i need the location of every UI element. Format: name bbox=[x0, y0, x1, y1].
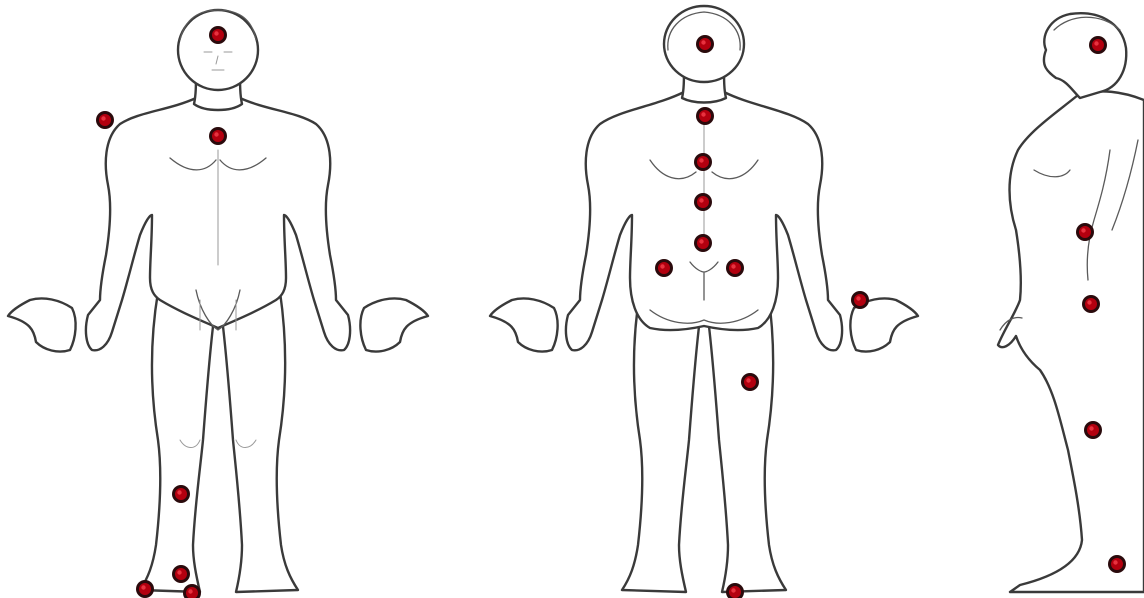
front-right-leg bbox=[222, 292, 298, 592]
red-point-marker bbox=[694, 234, 712, 252]
red-point-marker bbox=[694, 193, 712, 211]
red-point-marker bbox=[1082, 295, 1100, 313]
back-right-leg bbox=[708, 292, 786, 592]
red-point-marker bbox=[1084, 421, 1102, 439]
front-left-hand bbox=[8, 298, 76, 351]
red-point-marker bbox=[694, 153, 712, 171]
red-point-marker bbox=[96, 111, 114, 129]
back-left-leg bbox=[622, 292, 700, 592]
red-point-marker bbox=[741, 373, 759, 391]
red-point-marker bbox=[172, 485, 190, 503]
side-view-figure bbox=[998, 13, 1144, 592]
front-right-hand bbox=[360, 298, 428, 351]
red-point-marker bbox=[696, 35, 714, 53]
red-point-marker bbox=[851, 291, 869, 309]
side-body bbox=[998, 91, 1144, 592]
red-point-marker bbox=[136, 580, 154, 598]
red-point-marker bbox=[1108, 555, 1126, 573]
red-point-marker bbox=[1089, 36, 1107, 54]
front-head bbox=[178, 10, 258, 90]
red-point-marker bbox=[209, 127, 227, 145]
red-point-marker bbox=[1076, 223, 1094, 241]
front-view-figure bbox=[8, 10, 428, 592]
red-point-marker bbox=[172, 565, 190, 583]
red-point-marker bbox=[209, 26, 227, 44]
back-left-hand bbox=[490, 298, 558, 351]
red-point-marker bbox=[726, 259, 744, 277]
front-left-leg bbox=[140, 292, 214, 592]
red-point-marker bbox=[696, 107, 714, 125]
red-point-marker bbox=[655, 259, 673, 277]
